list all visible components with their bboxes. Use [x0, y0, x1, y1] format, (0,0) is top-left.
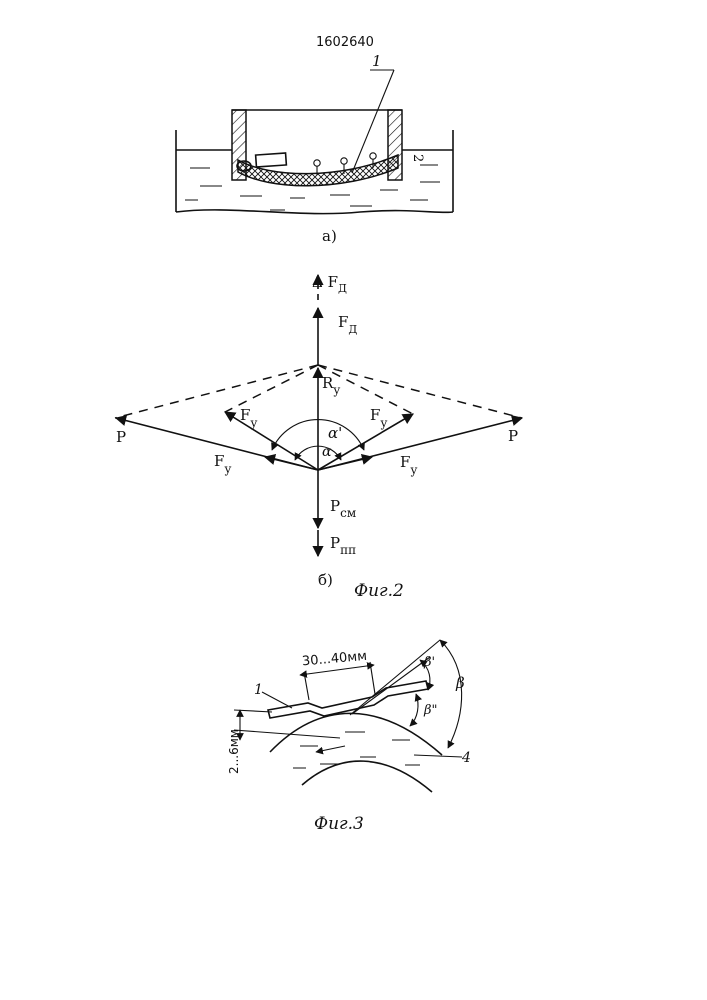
arrow-fy-upper-left — [225, 412, 318, 470]
callout-2-label: 2 — [410, 154, 425, 162]
fig2b-section: Δ FД FД Rу P P Fу Fу Fу Fу α' α Pсм Pпп … — [115, 273, 522, 601]
plate-element — [268, 681, 428, 718]
label-fy-lower-right: Fу — [400, 453, 417, 477]
beta-double-prime-arc — [410, 694, 418, 726]
label-fd: FД — [338, 313, 357, 336]
arrow-fy-lower-left — [265, 457, 318, 470]
dim-top-ext-right — [370, 662, 375, 694]
dim-side-label: 2...6мм — [227, 729, 241, 774]
fig2a-section: 1 2 а) — [176, 52, 453, 245]
basin-outline — [176, 130, 453, 214]
label-p-right: P — [508, 427, 518, 445]
fig3-section: 30...40мм 2...6мм 1 4 β β' β" Фиг.3 — [227, 640, 471, 834]
callout-1-label: 1 — [372, 52, 382, 70]
beta-arc — [440, 640, 462, 748]
fig3-title: Фиг.3 — [314, 814, 364, 834]
package-on-mat — [256, 153, 287, 167]
fig3-callout-1-label: 1 — [254, 682, 263, 698]
label-delta-fd: Δ FД — [312, 273, 347, 295]
drum-curve-inner — [302, 761, 432, 792]
label-alpha-prime: α' — [328, 424, 342, 442]
fig3-callout-1-leader — [262, 692, 292, 708]
label-ppp: Pпп — [330, 534, 356, 557]
fig3-callout-4-label: 4 — [461, 750, 471, 766]
arrow-fy-upper-right — [318, 414, 413, 470]
beta-double-prime-label: β" — [423, 703, 438, 718]
fig2b-caption: б) — [318, 571, 333, 589]
label-psm: Pсм — [330, 497, 356, 520]
beta-prime-label: β' — [423, 655, 435, 670]
flow-arrow — [316, 746, 345, 752]
dim-top-ext-left — [304, 672, 309, 700]
label-ry: Rу — [322, 374, 340, 397]
fig2a-caption: а) — [322, 227, 337, 245]
fig3-water-lines — [293, 732, 420, 768]
label-alpha: α — [322, 444, 332, 460]
label-p-left: P — [116, 428, 126, 446]
dim-top-label: 30...40мм — [301, 649, 367, 670]
label-fy-upper-right: Fу — [370, 406, 387, 430]
beta-label: β — [455, 674, 465, 692]
patent-number: 1602640 — [316, 35, 374, 50]
label-fy-lower-left: Fу — [214, 452, 231, 476]
fig2-title: Фиг.2 — [354, 581, 404, 601]
fig3-callout-4-leader — [414, 755, 462, 757]
